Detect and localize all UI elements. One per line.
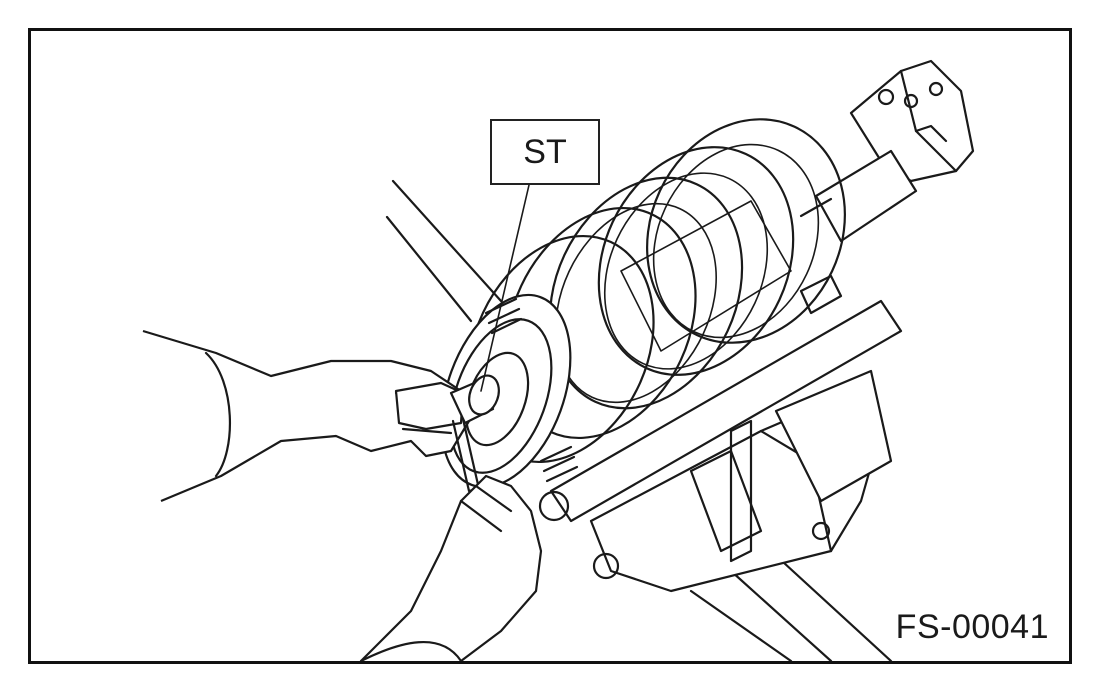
strut-tube (799, 149, 918, 243)
upper-mount (440, 293, 579, 489)
upper-hand (142, 329, 471, 503)
compressor-rods (538, 274, 903, 523)
illustration-frame: ST FS-00041 (28, 28, 1072, 664)
figure-code: FS-00041 (895, 608, 1049, 646)
special-tool-label: ST (523, 132, 567, 171)
st-leader-line (480, 154, 537, 392)
strut-illustration (142, 59, 975, 661)
strut-bracket (849, 59, 975, 183)
bench-lines (385, 179, 893, 661)
hex-wrench (449, 374, 500, 493)
special-tool-callout: ST (490, 119, 600, 185)
lower-hand (359, 474, 543, 661)
vise-jaws (589, 369, 893, 593)
